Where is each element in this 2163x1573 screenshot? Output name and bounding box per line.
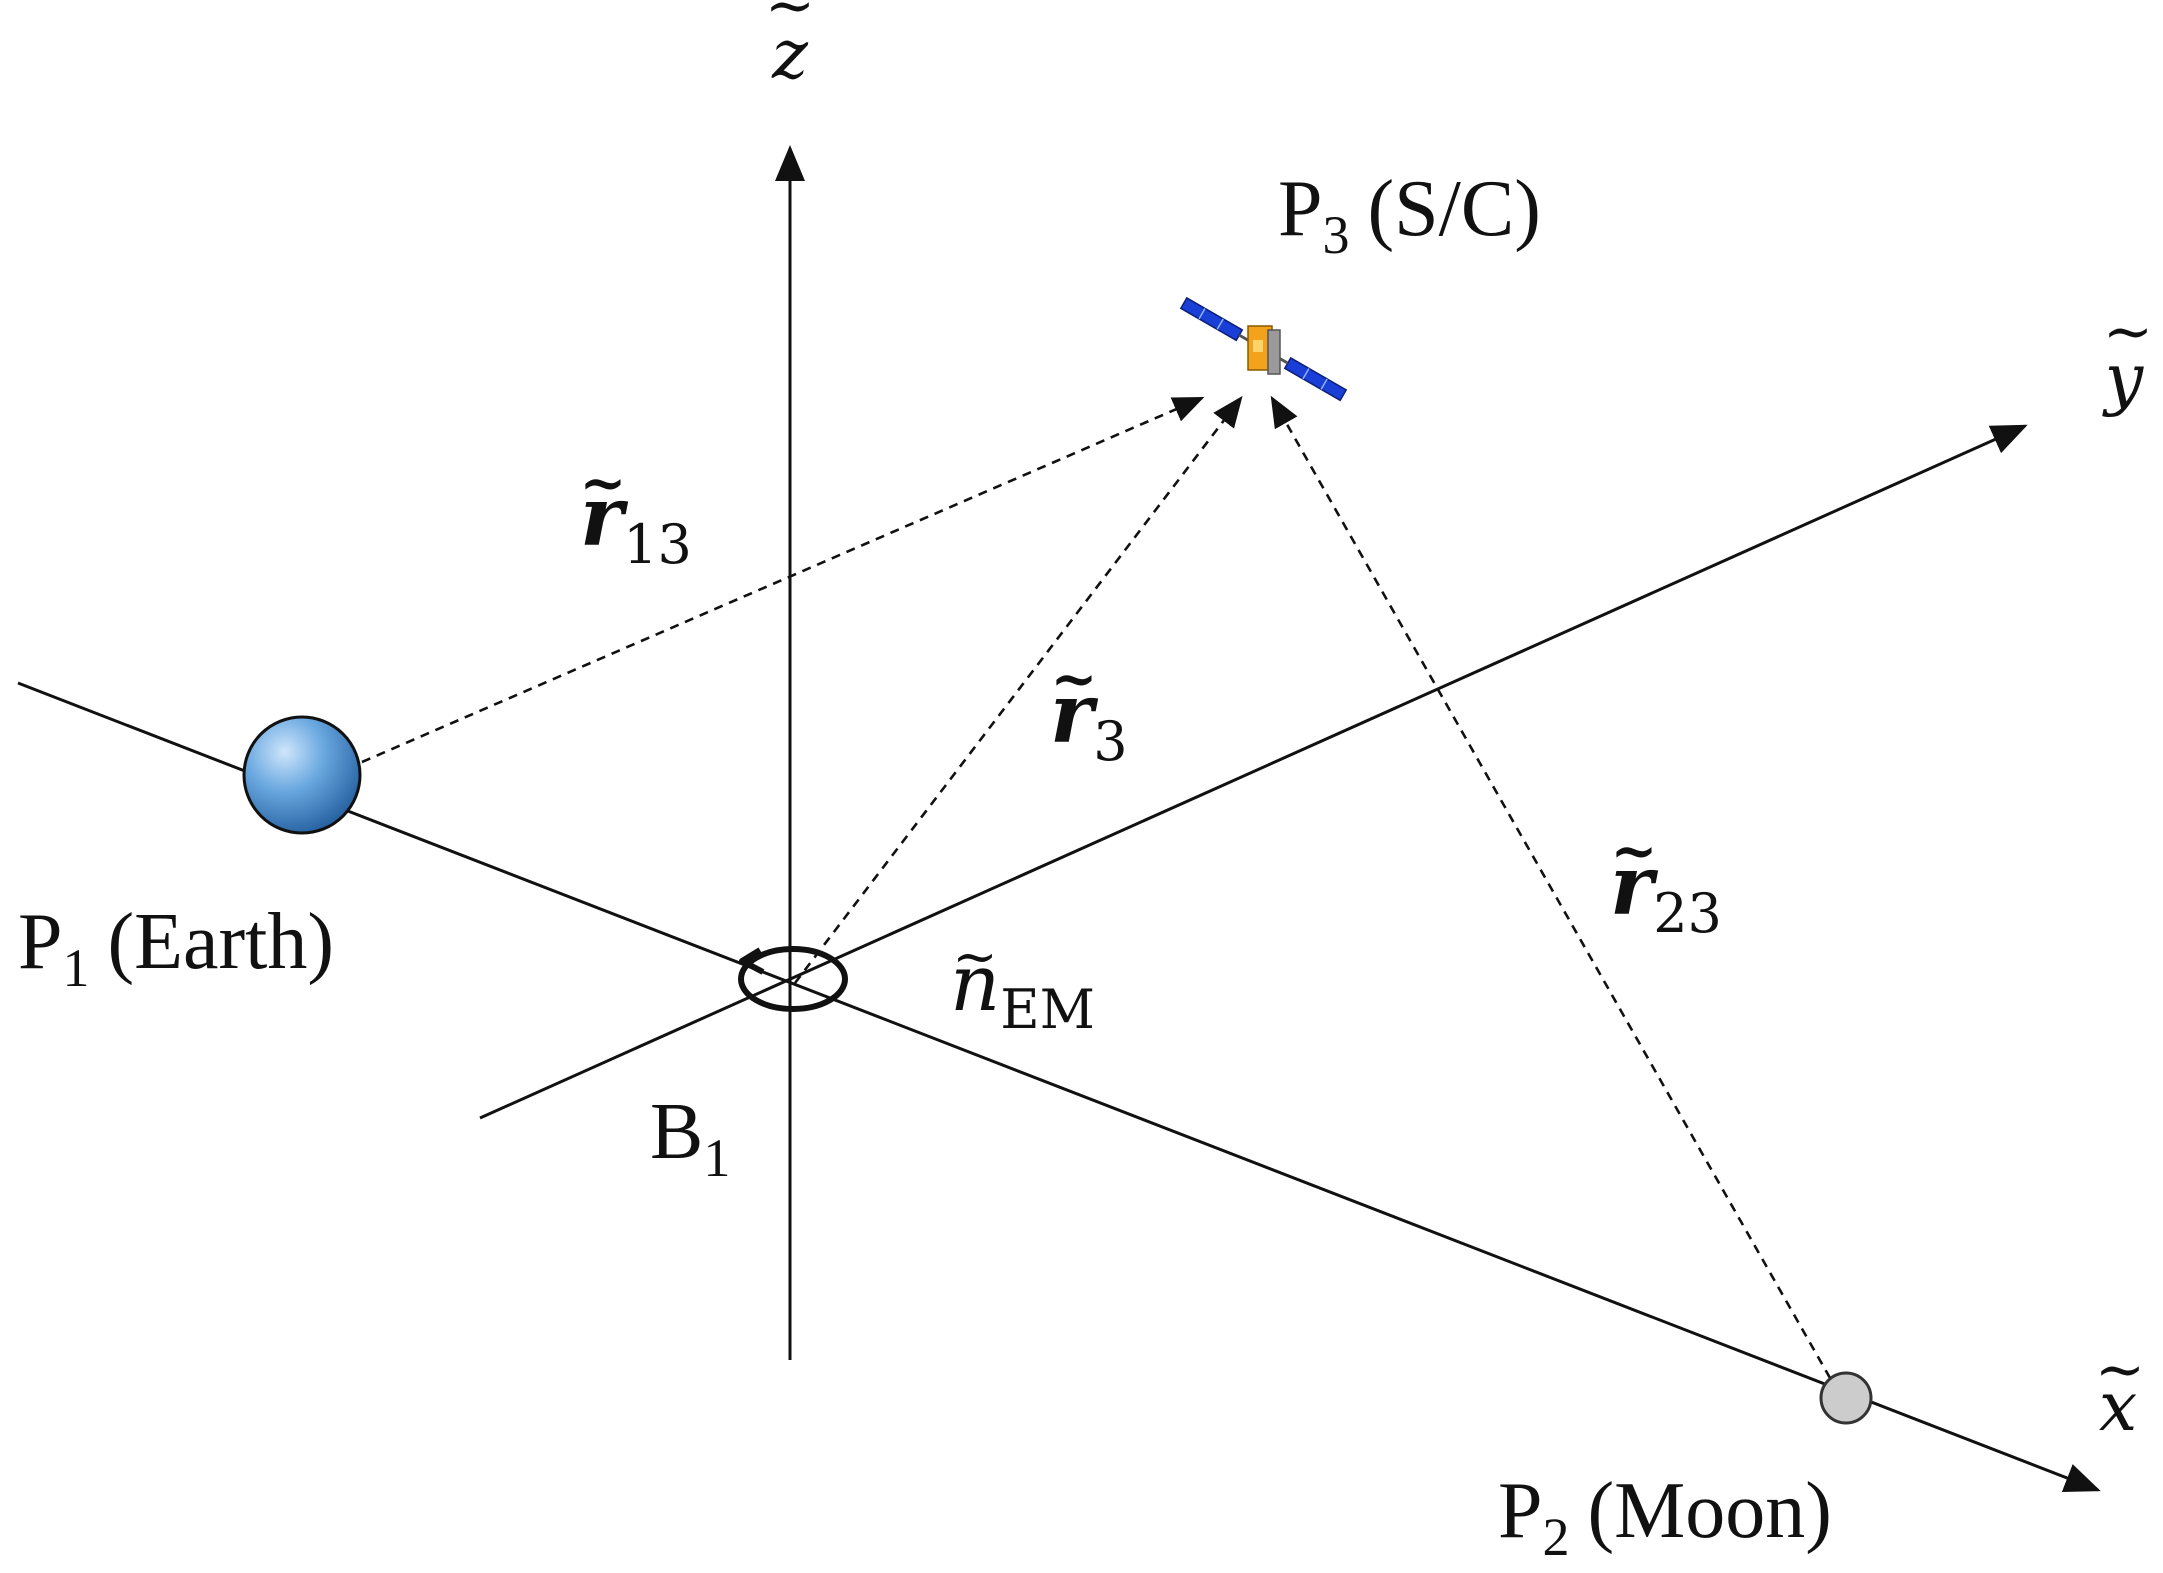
x-axis (17, 681, 2101, 1493)
svg-text:z: z (771, 16, 809, 95)
vector-r23-label: ~ r23 (1610, 818, 1722, 945)
svg-text:B1: B1 (650, 1088, 730, 1188)
earth-icon (242, 715, 362, 835)
svg-text:P2(Moon): P2(Moon) (1498, 1467, 1832, 1567)
moon-icon (1819, 1371, 1873, 1425)
svg-text:~: ~ (580, 450, 627, 516)
y-axis (479, 424, 2028, 1120)
svg-text:~: ~ (952, 925, 997, 988)
vector-r3-label: ~ r3 (1050, 646, 1128, 773)
svg-text:P3(S/C): P3(S/C) (1278, 165, 1541, 265)
z-axis-label: ~ z (765, 0, 815, 95)
vector-r13 (361, 396, 1205, 764)
svg-text:nEM: nEM (950, 939, 1095, 1041)
x-axis-label: ~ x (2095, 1335, 2145, 1447)
earth-label: P1(Earth) (18, 898, 334, 998)
svg-text:~: ~ (2095, 1335, 2145, 1405)
svg-text:~: ~ (1611, 818, 1658, 884)
svg-text:~: ~ (1051, 646, 1098, 712)
spacecraft-label: P3(S/C) (1278, 165, 1541, 265)
vector-r13-label: ~ r13 (580, 450, 692, 576)
moon-label: P2(Moon) (1498, 1467, 1832, 1567)
barycenter-label: B1 (650, 1088, 730, 1188)
rotation-arrow-icon (738, 946, 848, 1012)
vector-r3 (793, 395, 1243, 984)
svg-text:r13: r13 (580, 469, 692, 576)
svg-text:y: y (2102, 340, 2145, 419)
svg-text:x: x (2099, 1368, 2137, 1447)
svg-text:r23: r23 (1610, 838, 1722, 945)
svg-text:~: ~ (2103, 297, 2153, 367)
svg-text:r3: r3 (1050, 666, 1128, 773)
svg-text:P1(Earth): P1(Earth) (18, 898, 334, 998)
y-axis-label: ~ y (2102, 297, 2153, 419)
svg-text:~: ~ (765, 0, 815, 41)
rotation-rate-label: ~ nEM (950, 925, 1095, 1041)
satellite-icon (1179, 296, 1348, 402)
